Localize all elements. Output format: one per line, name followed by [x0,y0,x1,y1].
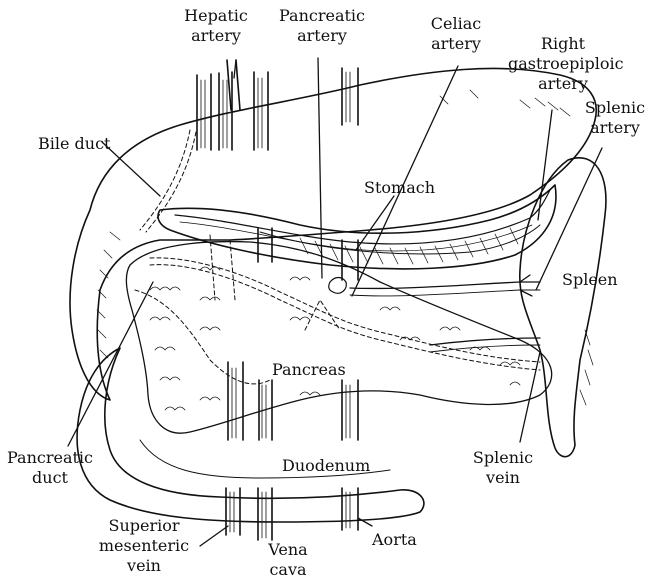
celiac-artery-label: Celiac artery [418,14,494,54]
duodenum-label: Duodenum [282,456,370,476]
splenic-vessels [350,275,540,352]
spleen-label: Spleen [562,270,618,290]
stomach-label: Stomach [364,178,435,198]
duodenum [77,348,424,522]
vena-cava-label: Vena cava [262,540,314,580]
aorta-label: Aorta [372,530,417,550]
splenic-vein-label: Splenic vein [468,448,538,488]
liver [70,68,596,400]
right-gastroepiploic-artery-label: Right gastroepiploic artery [508,34,618,94]
pancreas [126,242,551,434]
splenic-artery-label: Splenic artery [580,98,650,138]
celiac-trunk [329,278,347,294]
bile-duct-label: Bile duct [38,134,110,154]
spleen-hatching [580,330,593,405]
pancreatic-artery-label: Pancreatic artery [270,6,374,46]
pancreas-label: Pancreas [272,360,346,380]
superior-mesenteric-vein-label: Superior mesenteric vein [96,516,192,576]
hepatic-artery-label: Hepatic artery [168,6,264,46]
pancreatic-duct-label: Pancreatic duct [0,448,100,488]
pancreas-lobules [150,267,520,410]
